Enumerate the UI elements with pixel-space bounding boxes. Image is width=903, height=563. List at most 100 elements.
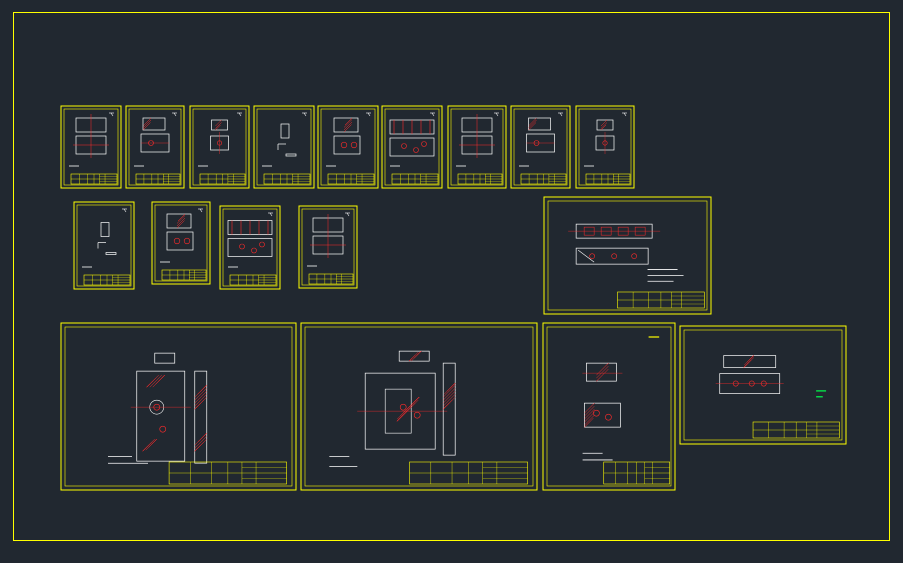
sheet-inner-frame bbox=[546, 326, 672, 487]
sheet-title-block bbox=[585, 173, 631, 185]
sheet-assembly-16 bbox=[300, 322, 538, 491]
hatch-pattern bbox=[176, 213, 186, 229]
sheet-assembly-15 bbox=[60, 322, 297, 491]
sheet-title-block bbox=[161, 269, 207, 281]
sheet-outer-frame bbox=[542, 322, 676, 491]
sheet-inner-frame bbox=[64, 326, 293, 487]
part-view bbox=[198, 112, 242, 167]
hatch-pattern bbox=[194, 384, 207, 410]
part-view bbox=[389, 112, 435, 167]
sheet-outer-frame bbox=[73, 201, 135, 290]
hatch-pattern bbox=[528, 117, 537, 131]
sheet-inner-frame bbox=[578, 108, 632, 186]
hatch-pattern bbox=[743, 355, 754, 368]
drawing-sheets bbox=[60, 105, 847, 491]
sheet-title-block bbox=[70, 173, 118, 185]
sheet-title-block bbox=[135, 173, 181, 185]
sheet-inner-frame bbox=[192, 108, 247, 186]
sheet-title-block bbox=[603, 461, 671, 485]
sheet-outer-frame bbox=[575, 105, 635, 189]
part-view bbox=[262, 112, 307, 167]
sheet-outer-frame bbox=[543, 196, 712, 315]
hatch-pattern bbox=[215, 119, 222, 131]
hatch-pattern bbox=[409, 350, 422, 362]
part-view bbox=[519, 112, 563, 167]
sheet-title-block bbox=[752, 421, 840, 439]
sheet-inner-frame bbox=[222, 208, 278, 287]
sheet-part-13 bbox=[298, 205, 358, 289]
assembly-view bbox=[582, 336, 660, 461]
sheet-inner-frame bbox=[513, 108, 568, 186]
sheet-outer-frame bbox=[60, 105, 122, 189]
sheet-title-block bbox=[617, 291, 705, 309]
hatch-pattern bbox=[397, 396, 420, 422]
highlight-note bbox=[816, 390, 827, 398]
sheet-part-09 bbox=[575, 105, 635, 189]
sheet-title-block bbox=[199, 173, 246, 185]
part-view bbox=[307, 212, 350, 267]
sheet-title-block bbox=[168, 461, 287, 485]
sheet-inner-frame bbox=[128, 108, 182, 186]
sheet-part-03 bbox=[189, 105, 250, 189]
sheet-title-block bbox=[229, 274, 277, 286]
part-view bbox=[568, 223, 684, 282]
sheet-outer-frame bbox=[510, 105, 571, 189]
sheet-title-block bbox=[263, 173, 311, 185]
sheet-outer-frame bbox=[381, 105, 443, 189]
sheet-inner-frame bbox=[450, 108, 504, 186]
sheet-inner-frame bbox=[63, 108, 119, 186]
sheet-part-08 bbox=[510, 105, 571, 189]
sheet-outer-frame bbox=[219, 205, 281, 290]
hatch-pattern bbox=[443, 382, 456, 410]
sheet-landscape-14 bbox=[543, 196, 712, 315]
sheet-outer-frame bbox=[317, 105, 379, 189]
part-view bbox=[456, 112, 499, 167]
sheet-title-block bbox=[83, 274, 131, 286]
part-view bbox=[160, 208, 203, 263]
sheet-inner-frame bbox=[256, 108, 312, 186]
sheet-title-block bbox=[327, 173, 375, 185]
sheet-part-07 bbox=[447, 105, 507, 189]
assembly-view bbox=[329, 350, 456, 468]
sheet-outer-frame bbox=[447, 105, 507, 189]
sheet-part-11 bbox=[151, 201, 211, 285]
part-view bbox=[584, 112, 627, 167]
sheet-inner-frame bbox=[301, 208, 355, 286]
sheet-inner-frame bbox=[76, 204, 132, 287]
sheet-outer-frame bbox=[151, 201, 211, 285]
hatch-pattern bbox=[142, 438, 157, 452]
sheet-outer-frame bbox=[253, 105, 315, 189]
part-view bbox=[134, 112, 177, 167]
hatch-pattern bbox=[142, 117, 152, 131]
sheet-inner-frame bbox=[320, 108, 376, 186]
sheet-part-05 bbox=[317, 105, 379, 189]
part-view bbox=[326, 112, 371, 167]
part-view bbox=[69, 112, 114, 167]
outer-border bbox=[13, 12, 890, 541]
hatch-pattern bbox=[600, 119, 608, 131]
hatch-pattern bbox=[194, 432, 207, 452]
sheet-outer-frame bbox=[679, 325, 847, 445]
sheet-title-block bbox=[457, 173, 503, 185]
sheet-part-06 bbox=[381, 105, 443, 189]
hatch-pattern bbox=[584, 402, 595, 428]
part-view bbox=[82, 208, 127, 268]
sheet-inner-frame bbox=[547, 200, 708, 311]
sheet-outer-frame bbox=[298, 205, 358, 289]
sheet-inner-frame bbox=[304, 326, 534, 487]
sheet-outer-frame bbox=[300, 322, 538, 491]
sheet-part-01 bbox=[60, 105, 122, 189]
sheet-inner-frame bbox=[154, 204, 208, 282]
sheet-title-block bbox=[391, 173, 439, 185]
sheet-part-10 bbox=[73, 201, 135, 290]
sheet-title-block bbox=[520, 173, 567, 185]
sheet-outer-frame bbox=[60, 322, 297, 491]
sheet-title-block bbox=[308, 273, 354, 285]
sheet-part-12 bbox=[219, 205, 281, 290]
part-view bbox=[715, 355, 827, 398]
sheet-part-02 bbox=[125, 105, 185, 189]
part-view bbox=[227, 212, 273, 268]
sheet-outer-frame bbox=[125, 105, 185, 189]
